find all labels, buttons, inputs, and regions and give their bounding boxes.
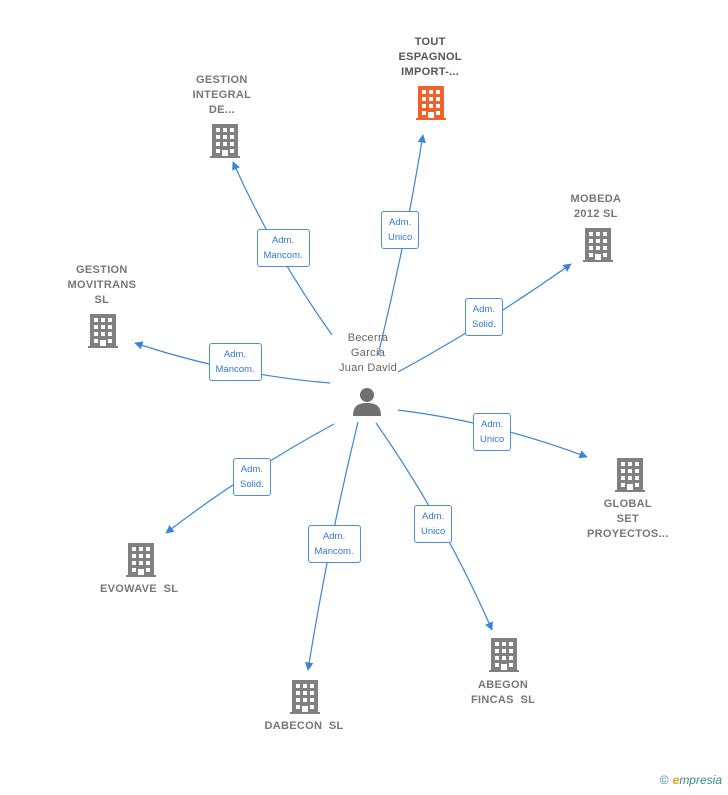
company-global-set-line: SET <box>616 513 639 525</box>
role-badge-line: Unico <box>480 434 505 445</box>
role-badge-line: Mancom. <box>215 364 255 375</box>
person-name-line: Garcia <box>350 347 386 359</box>
copyright-symbol: © <box>659 773 669 787</box>
role-badge-line: Adm. <box>472 304 495 315</box>
person-name-line: Juan David <box>339 362 398 374</box>
role-badge-evowave[interactable]: Adm. Solid. <box>233 458 271 496</box>
company-gestion-movitrans[interactable]: GESTION MOVITRANS SL <box>68 263 137 308</box>
building-icon <box>615 458 645 492</box>
role-badge-line: Mancom. <box>314 546 354 557</box>
role-badge-global-set[interactable]: Adm. Unico <box>473 413 512 451</box>
person-icon <box>353 388 381 416</box>
person-name-line: Becerra <box>347 332 389 344</box>
company-evowave[interactable]: EVOWAVE SL <box>100 582 178 597</box>
role-badge-line: Solid. <box>240 479 264 490</box>
role-badge-line: Solid. <box>472 319 496 330</box>
role-badge-line: Adm. <box>271 235 295 246</box>
role-badge-gestion-integral[interactable]: Adm. Mancom. <box>256 229 310 267</box>
company-gestion-integral-line: DE... <box>208 104 235 116</box>
role-badge-line: Adm. <box>240 464 263 475</box>
building-icon <box>290 680 320 714</box>
role-badge-tout[interactable]: Adm. Unico <box>381 211 420 249</box>
role-badge-line: Unico <box>388 232 413 243</box>
role-badge-dabecon[interactable]: Adm. Mancom. <box>307 525 361 563</box>
company-abegon-line: FINCAS SL <box>471 694 536 706</box>
company-mobeda-line: MOBEDA <box>570 193 622 205</box>
company-tout-line: IMPORT-... <box>401 66 460 78</box>
role-badge-gestion-movitrans[interactable]: Adm. Mancom. <box>208 343 262 381</box>
role-badge-mobeda[interactable]: Adm. Solid. <box>465 298 503 336</box>
brand-logo-initial: e <box>672 773 680 787</box>
brand-logo-text: mpresia <box>679 773 722 787</box>
company-mobeda-line: 2012 SL <box>574 208 618 220</box>
role-badge-line: Adm. <box>223 349 247 360</box>
role-badge-abegon[interactable]: Adm. Unico <box>414 505 453 543</box>
building-icon <box>489 638 519 672</box>
footer-brand: ©empresia <box>660 773 722 787</box>
building-icon <box>583 228 613 262</box>
company-gestion-integral[interactable]: GESTION INTEGRAL DE... <box>193 73 252 118</box>
company-abegon-line: ABEGON <box>478 679 529 691</box>
building-icon <box>416 86 446 120</box>
company-tout-line: TOUT <box>414 36 446 48</box>
building-icon <box>210 124 240 158</box>
company-global-set[interactable]: GLOBAL SET PROYECTOS... <box>587 497 669 542</box>
role-badge-line: Adm. <box>422 511 445 522</box>
building-icon <box>126 543 156 577</box>
company-gestion-integral-line: GESTION <box>196 74 248 86</box>
company-tout-line: ESPAGNOL <box>398 51 462 63</box>
company-gestion-movitrans-line: SL <box>94 294 110 306</box>
company-abegon[interactable]: ABEGON FINCAS SL <box>471 678 535 708</box>
company-gestion-movitrans-line: MOVITRANS <box>67 279 137 291</box>
company-gestion-movitrans-line: GESTION <box>76 264 128 276</box>
company-mobeda[interactable]: MOBEDA 2012 SL <box>571 192 622 222</box>
company-dabecon-line: DABECON SL <box>264 720 344 732</box>
company-global-set-line: GLOBAL <box>603 498 652 510</box>
role-badge-line: Mancom. <box>263 250 303 261</box>
building-icon <box>88 314 118 348</box>
company-global-set-line: PROYECTOS... <box>587 528 669 540</box>
company-tout[interactable]: TOUT ESPAGNOL IMPORT-... <box>399 35 462 80</box>
role-badge-line: Unico <box>421 526 446 537</box>
role-badge-line: Adm. <box>389 217 412 228</box>
company-dabecon[interactable]: DABECON SL <box>265 719 344 734</box>
role-badge-line: Adm. <box>322 531 346 542</box>
role-badge-line: Adm. <box>481 419 504 430</box>
company-gestion-integral-line: INTEGRAL <box>192 89 252 101</box>
company-evowave-line: EVOWAVE SL <box>100 583 179 595</box>
